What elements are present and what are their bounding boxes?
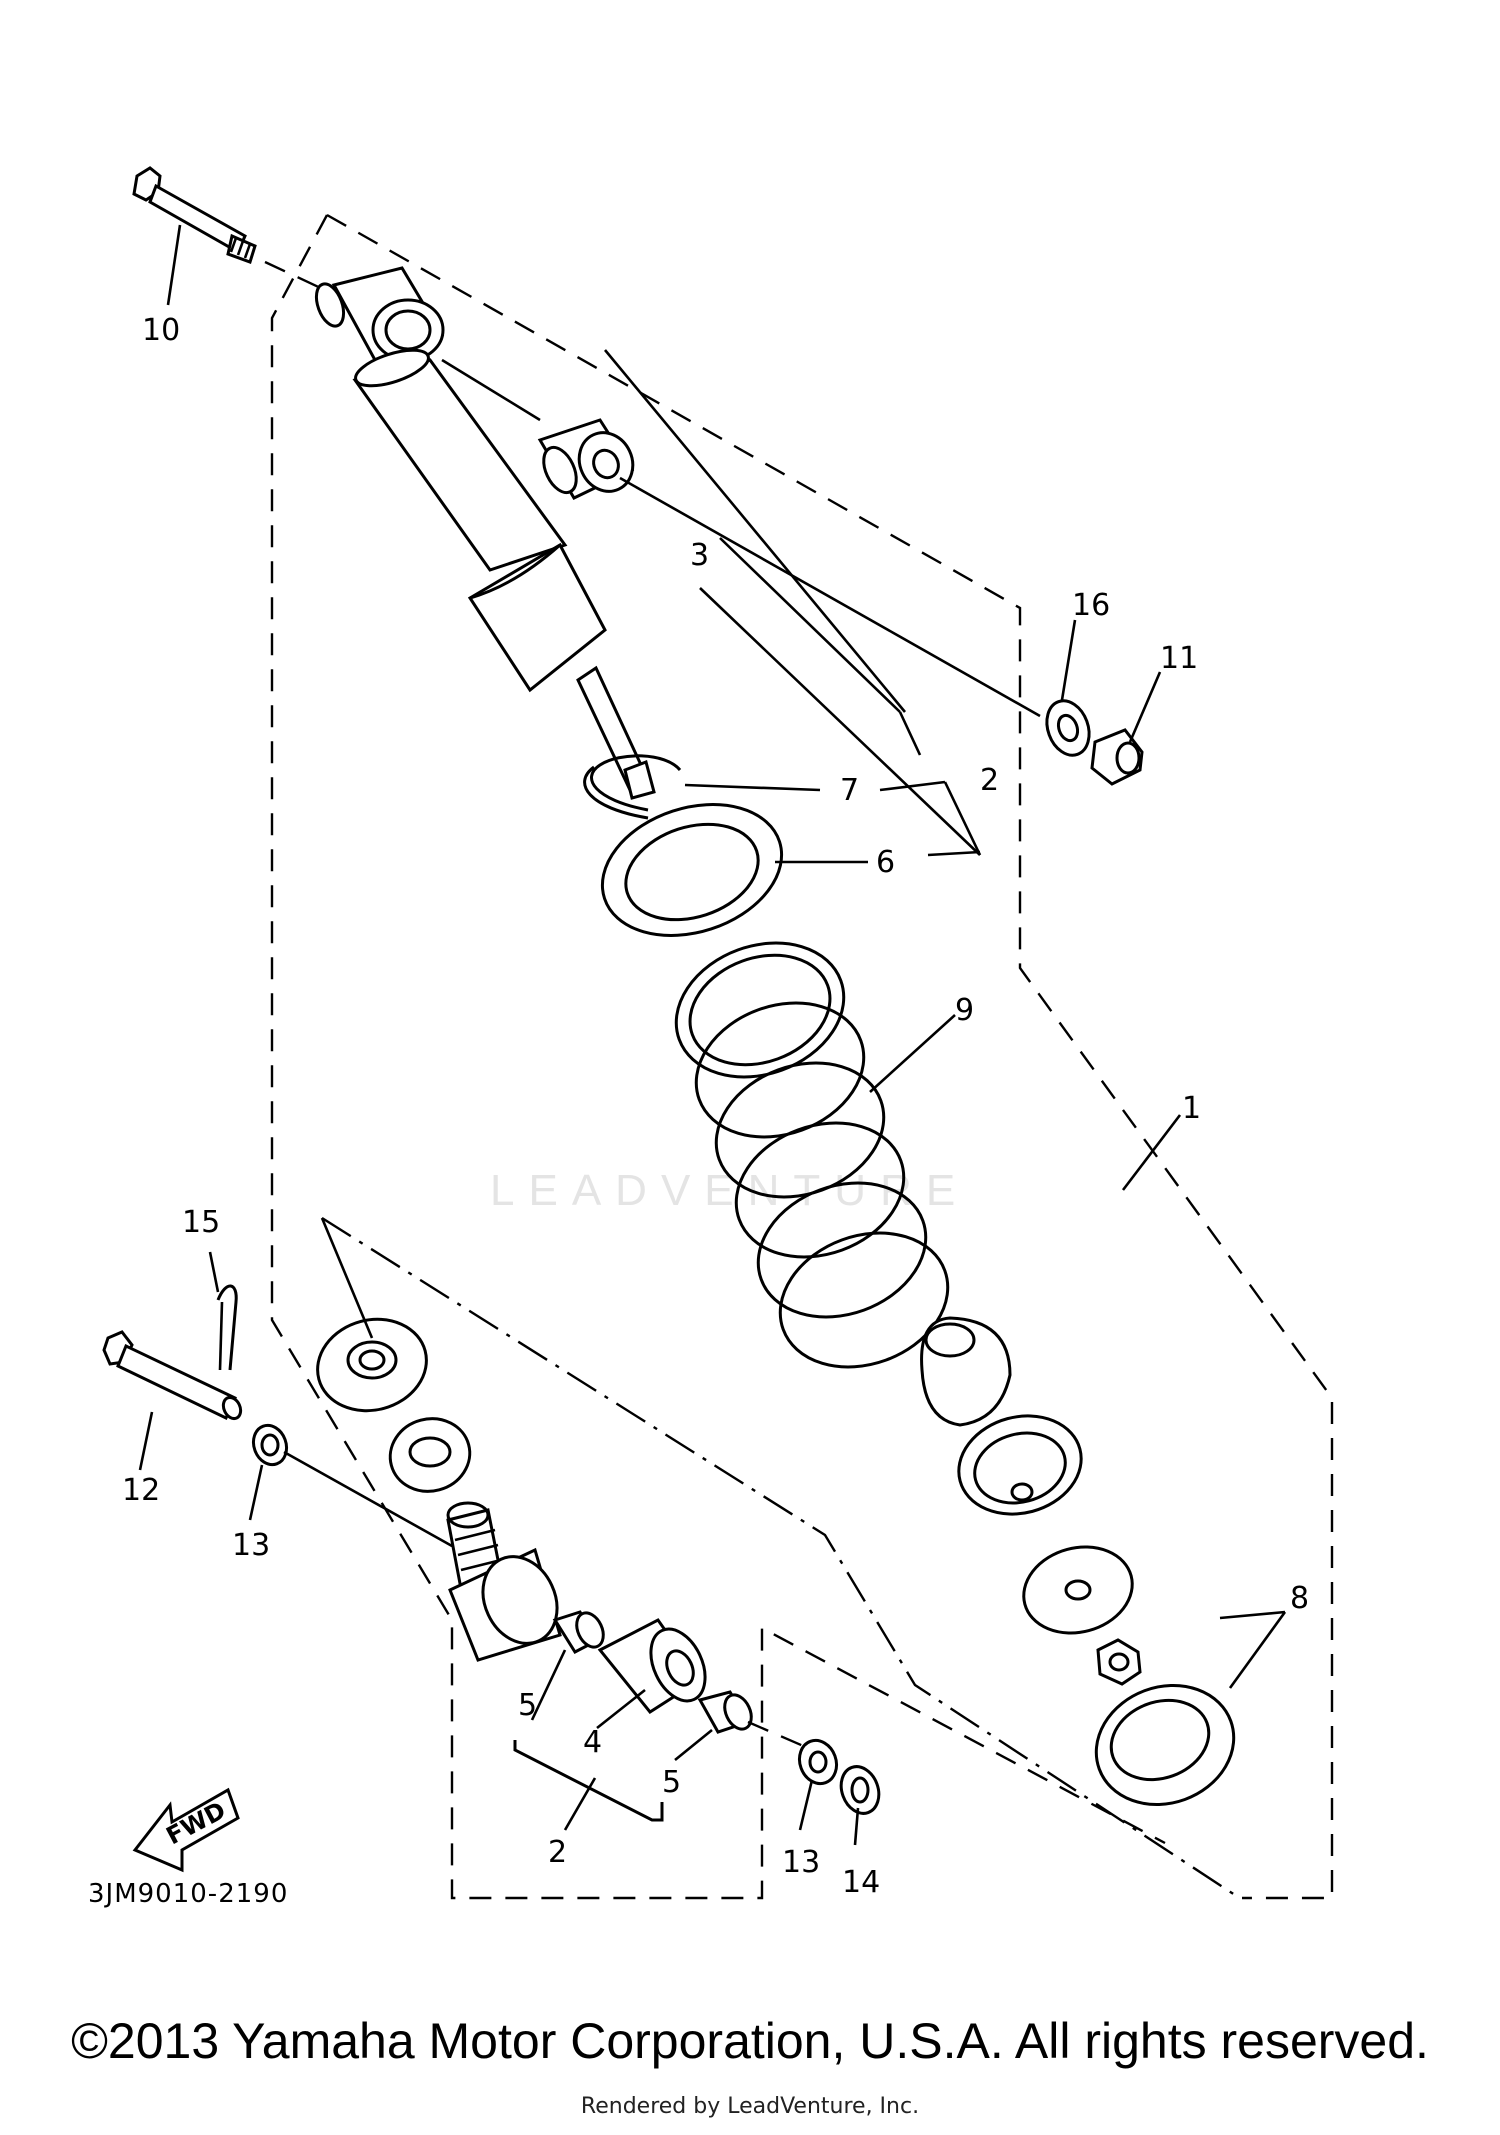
part-label-10: 10 xyxy=(142,313,180,348)
lock-nut xyxy=(1096,1638,1142,1686)
part-label-12: 12 xyxy=(122,1473,160,1508)
circlip-7 xyxy=(583,754,682,820)
part-label-13a: 13 xyxy=(232,1528,270,1563)
bump-stop xyxy=(920,1316,1012,1427)
sub-assembly-outline xyxy=(321,1216,1236,1897)
washer-16 xyxy=(1045,699,1091,757)
leader-washer-axis xyxy=(283,1450,453,1548)
part-label-4: 4 xyxy=(583,1725,602,1760)
part-label-5b: 5 xyxy=(662,1765,681,1800)
washer-13-right xyxy=(797,1738,839,1786)
pin-12 xyxy=(102,1330,243,1421)
part-label-7: 7 xyxy=(840,773,859,808)
lower-clevis xyxy=(446,1501,562,1662)
collar-axis xyxy=(747,1720,809,1750)
plate-washer xyxy=(1022,1545,1134,1635)
nut-11 xyxy=(1090,728,1144,786)
bushing-3 xyxy=(537,418,635,500)
spring-9 xyxy=(674,941,950,1369)
washer-13-left xyxy=(251,1423,289,1467)
leader-bushing-axis xyxy=(619,476,1041,718)
rendered-by-text: Rendered by LeadVenture, Inc. xyxy=(580,2094,920,2119)
part-label-11: 11 xyxy=(1160,641,1198,676)
cotter-pin-15 xyxy=(216,1284,238,1371)
spring-seat-6 xyxy=(600,803,784,937)
shock-absorber-body xyxy=(314,266,656,800)
washer-14 xyxy=(839,1765,881,1815)
part-labels: 10 3 16 11 7 2 6 9 1 15 12 13 8 5 4 5 2 … xyxy=(88,313,1309,1909)
leader-lines xyxy=(138,224,1287,1846)
part-label-15: 15 xyxy=(182,1205,220,1240)
bushing-4 xyxy=(597,1618,707,1714)
leader-bolt-axis xyxy=(441,358,541,422)
part-label-2a: 2 xyxy=(980,763,999,798)
fwd-arrow-icon: FWD xyxy=(132,1787,240,1873)
part-label-14: 14 xyxy=(842,1865,880,1900)
bolt-10 xyxy=(132,166,326,292)
part-label-5a: 5 xyxy=(518,1688,537,1723)
part-label-16: 16 xyxy=(1072,588,1110,623)
collar-5-left xyxy=(552,1610,605,1654)
copyright-text: ©2013 Yamaha Motor Corporation, U.S.A. A… xyxy=(71,2013,1429,2069)
part-label-8: 8 xyxy=(1290,1581,1309,1616)
lower-seat xyxy=(316,1317,428,1413)
part-label-6: 6 xyxy=(876,845,895,880)
part-label-3: 3 xyxy=(690,538,709,573)
part-label-9: 9 xyxy=(955,993,974,1028)
part-label-13b: 13 xyxy=(782,1845,820,1880)
part-label-1: 1 xyxy=(1182,1091,1201,1126)
collar-5-right xyxy=(697,1690,753,1734)
part-label-2b: 2 xyxy=(548,1835,567,1870)
lower-washer xyxy=(388,1417,472,1493)
diagram-code: 3JM9010-2190 xyxy=(88,1879,288,1909)
cap-8 xyxy=(1094,1683,1236,1807)
assembly-outline xyxy=(270,213,1334,1900)
bumper-cup xyxy=(957,1414,1083,1516)
watermark-text: LEADVENTURE xyxy=(490,1166,969,1215)
